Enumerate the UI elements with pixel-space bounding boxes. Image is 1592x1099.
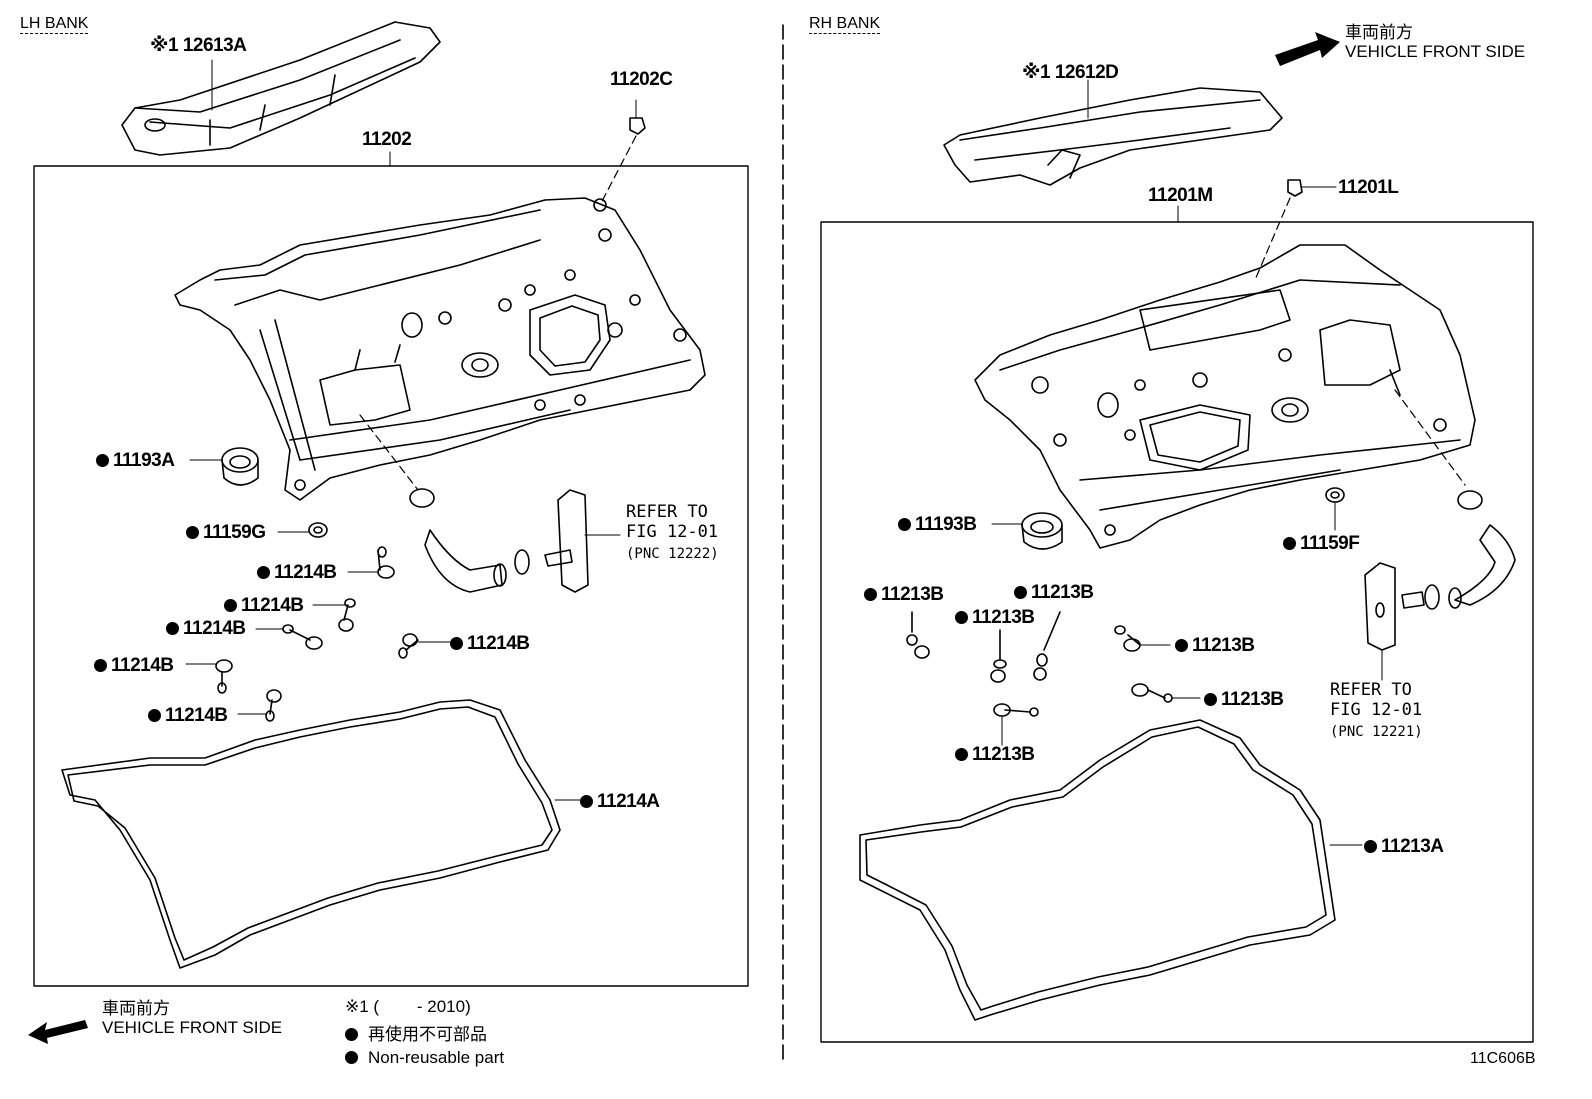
part-11193A: 11193A (96, 451, 175, 470)
lh-bolt-11202C (599, 99, 646, 206)
front-bottom-jp: 車両前方 (102, 999, 170, 1018)
lh-cylinder-head-cover (174, 197, 706, 501)
part-11213B-4: 11213B (1175, 636, 1255, 655)
front-note-top: 車両前方 VEHICLE FRONT SIDE (1345, 23, 1526, 61)
part-11214B-4: 11214B (450, 634, 530, 653)
part-11213A: 11213A (1364, 837, 1444, 856)
lh-gasket-11159G (277, 522, 328, 538)
part-11213B-2: 11213B (1014, 583, 1094, 602)
part-11201M: 11201M (1148, 185, 1213, 206)
lh-refer-note: REFER TO FIG 12-01 (PNC 12222) (626, 502, 719, 563)
part-11201L: 11201L (1338, 177, 1399, 198)
lh-pcv-hose (409, 488, 621, 593)
part-11213B-5: 11213B (1204, 690, 1284, 709)
rh-cylinder-head-cover (974, 244, 1476, 549)
part-11214B-6: 11214B (148, 706, 228, 725)
lh-plug-11193A (189, 447, 259, 486)
front-top-en: VEHICLE FRONT SIDE (1345, 41, 1526, 61)
rh-pcv-hose (1364, 490, 1516, 681)
lh-refer-line2: FIG 12-01 (626, 522, 719, 543)
part-12612D: ※1 12612D (1022, 62, 1119, 83)
lh-gaskets-11214B (185, 546, 451, 722)
rh-refer-line3: (PNC 12221) (1330, 723, 1423, 740)
lh-bank-label: LH BANK (20, 15, 89, 34)
part-11214B-3: 11214B (166, 619, 246, 638)
rh-pcv-dash (1394, 389, 1466, 486)
front-top-jp: 車両前方 (1345, 23, 1413, 42)
rh-refer-line1: REFER TO (1330, 680, 1412, 700)
vehicle-front-arrow-bottom (28, 1020, 88, 1044)
part-11159F: 11159F (1283, 534, 1360, 553)
rh-gasket-11159F (1325, 487, 1345, 531)
rh-refer-line2: FIG 12-01 (1330, 700, 1423, 721)
rh-refer-note: REFER TO FIG 12-01 (PNC 12221) (1330, 680, 1423, 741)
part-11214A: 11214A (580, 792, 660, 811)
lh-head-cover-gasket (61, 699, 581, 969)
part-11213B-6: 11213B (955, 745, 1035, 764)
lh-frame (33, 165, 749, 987)
part-11213B-1: 11213B (864, 585, 944, 604)
figure-code: 11C606B (1470, 1050, 1536, 1067)
part-11202C: 11202C (610, 69, 673, 90)
rh-head-cover-gasket (859, 719, 1363, 1021)
lh-refer-line3: (PNC 12222) (626, 545, 719, 562)
part-11213B-3: 11213B (955, 608, 1035, 627)
part-12613A: ※1 12613A (150, 35, 247, 56)
legend-note-1: ※1 ( - 2010) (345, 997, 471, 1016)
part-11193B: 11193B (898, 515, 977, 534)
rh-plug-11193B (991, 512, 1063, 550)
rh-frame (820, 221, 1534, 1043)
legend-nonreusable: 再使用不可部品 Non-reusable part (345, 1025, 504, 1068)
part-11159G: 11159G (186, 523, 266, 542)
rh-gaskets-11213B (906, 611, 1201, 746)
lh-refer-line1: REFER TO (626, 502, 708, 522)
vehicle-front-arrow-top (1275, 32, 1340, 66)
part-11214B-2: 11214B (224, 596, 304, 615)
rh-bolt-11201L (1254, 179, 1337, 281)
front-note-bottom: 車両前方 VEHICLE FRONT SIDE (102, 999, 283, 1037)
front-bottom-en: VEHICLE FRONT SIDE (102, 1017, 283, 1037)
part-11202: 11202 (362, 129, 412, 150)
legend-nonreuse-en: Non-reusable part (345, 1048, 504, 1068)
rh-bank-label: RH BANK (809, 15, 881, 34)
legend-nonreuse-jp: 再使用不可部品 (345, 1025, 504, 1045)
lh-pcv-dash (359, 414, 419, 491)
part-11214B-1: 11214B (257, 563, 337, 582)
part-11214B-5: 11214B (94, 656, 174, 675)
lh-heat-shield (121, 21, 441, 156)
rh-heat-shield (943, 87, 1283, 186)
